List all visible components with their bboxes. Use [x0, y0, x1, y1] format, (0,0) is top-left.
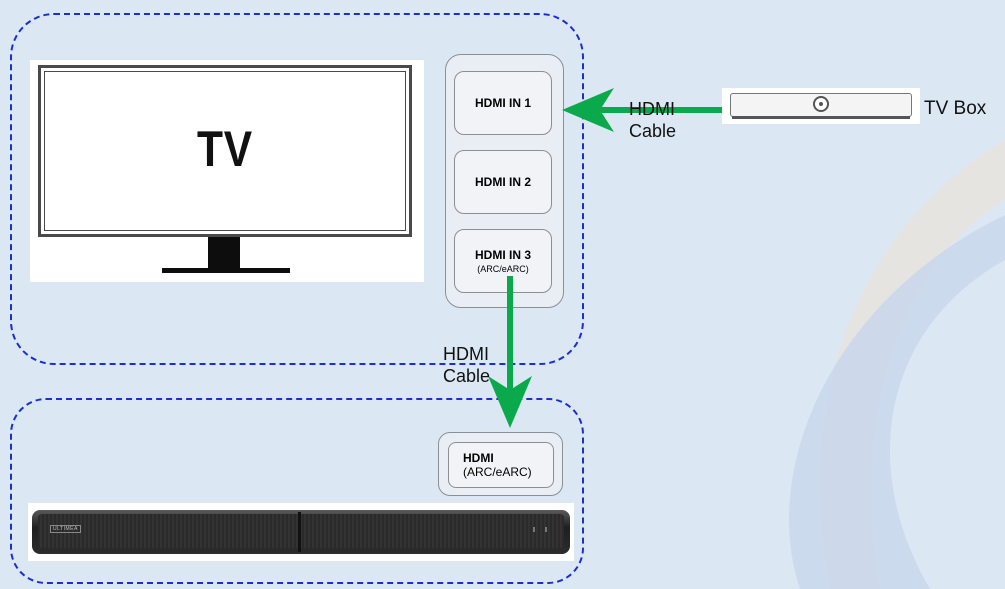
- hdmi-in-2-port: HDMI IN 2: [454, 150, 552, 214]
- tv-screen: TV: [38, 65, 412, 237]
- soundbar-hdmi-port: HDMI (ARC/eARC): [448, 442, 554, 488]
- port-name: HDMI IN 1: [474, 96, 531, 110]
- tv-label: TV: [196, 121, 254, 177]
- soundbar-illustration: ULTIMEA: [28, 503, 574, 561]
- cable-label-top: HDMI Cable: [629, 98, 676, 142]
- soundbar-brand-logo: ULTIMEA: [50, 525, 81, 533]
- cable-label-line2: Cable: [629, 121, 677, 141]
- cable-label-line1: HDMI: [629, 99, 675, 119]
- tv-box-illustration: [722, 88, 920, 124]
- tv-box-label: TV Box: [924, 98, 987, 119]
- tv-stand-neck: [208, 237, 240, 271]
- soundbar-indicator-icon: [533, 527, 547, 532]
- tv-stand-base: [162, 268, 290, 273]
- cable-label-line1: HDMI: [443, 344, 489, 364]
- port-sub: (ARC/eARC): [463, 465, 532, 479]
- port-name: HDMI IN 2: [474, 175, 531, 189]
- soundbar-group-boundary: [10, 398, 584, 584]
- tv-group-boundary: [10, 13, 584, 365]
- arrow-hdmi3-to-soundbar: [488, 276, 532, 428]
- arrow-tvbox-to-hdmi1: [562, 88, 722, 132]
- port-name: HDMI IN 3: [474, 248, 531, 262]
- tv-box-button-icon: [813, 96, 829, 112]
- hdmi-in-3-port: HDMI IN 3 (ARC/eARC): [454, 229, 552, 293]
- tv-illustration: TV: [30, 60, 424, 282]
- port-name: HDMI: [463, 451, 494, 465]
- port-sub: (ARC/eARC): [477, 264, 529, 274]
- hdmi-in-1-port: HDMI IN 1: [454, 71, 552, 135]
- cable-label-mid: HDMI Cable: [443, 343, 490, 387]
- cable-label-line2: Cable: [443, 366, 491, 386]
